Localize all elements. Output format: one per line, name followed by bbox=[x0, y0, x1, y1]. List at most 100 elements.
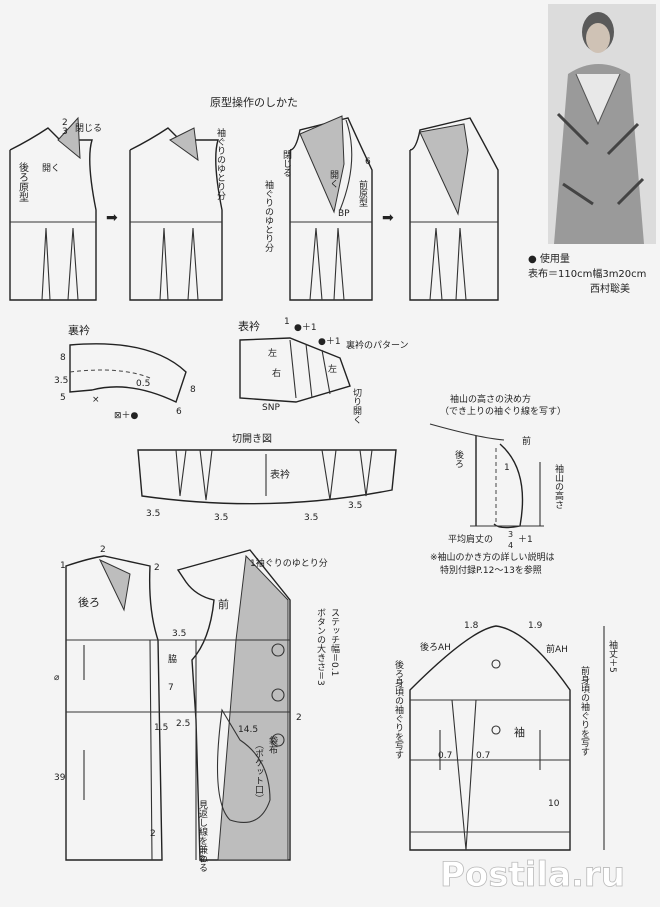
label-6: 6 bbox=[365, 157, 371, 167]
label-close-2: 閉じる bbox=[281, 150, 292, 177]
sleeve-label: 袖 bbox=[514, 725, 525, 739]
label-6b: 6 bbox=[176, 407, 182, 417]
b-2-5: 2.5 bbox=[176, 719, 190, 729]
frac-den: 4 bbox=[508, 541, 513, 550]
sleeve-cap-title: 袖山の高さの決め方 bbox=[450, 393, 531, 405]
s-0-7a: 0.7 bbox=[438, 751, 452, 761]
front-label: 前 bbox=[522, 435, 531, 447]
ease-label-2: 袖ぐりのゆとり分 bbox=[263, 179, 274, 253]
back-block-step1: 2 3 閉じる 開く 後ろ原型 bbox=[9, 116, 102, 301]
bodice-pattern: 後ろ 前 1袖ぐりのゆとり分 ボタンの大きさ＝3 ステッチ幅＝0.1 脇 袋布 … bbox=[54, 545, 340, 872]
b-1: 1 bbox=[60, 561, 66, 571]
frac-num: 3 bbox=[508, 530, 513, 539]
b-phi: ⌀ bbox=[54, 673, 60, 683]
b-2c: 2 bbox=[150, 829, 156, 839]
formula: 平均肩丈の bbox=[448, 533, 493, 545]
label-open-2: 開く bbox=[328, 170, 339, 188]
side-label: 脇 bbox=[168, 654, 177, 665]
label-5: 5 bbox=[60, 393, 66, 403]
label-3-5: 3.5 bbox=[54, 376, 68, 386]
label-3: 3 bbox=[62, 127, 68, 137]
sleeve-length-label: 袖丈＋5 bbox=[607, 639, 618, 673]
armhole-ease-label: 1袖ぐりのゆとり分 bbox=[250, 557, 328, 569]
label-plus1a: ●＋1 bbox=[294, 322, 317, 333]
front-block-result bbox=[409, 117, 499, 301]
b-39: 39 bbox=[54, 773, 66, 783]
s-1-9: 1.9 bbox=[528, 621, 543, 631]
label-left2: 左 bbox=[328, 363, 337, 375]
under-collar: 裏衿 8 8 3.5 5 0.5 6 × ⊠＋● bbox=[54, 323, 196, 421]
back-note-label: 後ろ身頃の袖ぐりを写す bbox=[393, 659, 404, 759]
b-2a: 2 bbox=[100, 545, 106, 555]
cut-3-5b: 3.5 bbox=[214, 513, 228, 523]
label-x: × bbox=[92, 395, 100, 405]
materials-header: 使用量 bbox=[539, 254, 570, 265]
cut-3-5c: 3.5 bbox=[304, 513, 318, 523]
bullet-icon: ● bbox=[528, 254, 537, 265]
pocket-mouth-label: （ポケット口） bbox=[253, 740, 264, 803]
b-7: 7 bbox=[168, 683, 174, 693]
cap-height-label: 袖山の高さ bbox=[553, 463, 564, 509]
back-label: 後ろ bbox=[453, 449, 464, 468]
b-14-5: 14.5 bbox=[238, 725, 258, 735]
label-8a: 8 bbox=[60, 353, 66, 363]
s-1-8: 1.8 bbox=[464, 621, 479, 631]
cut-diagram-title: 切開き図 bbox=[232, 433, 272, 445]
sleeve-cap-subtitle: （でき上りの袖ぐり線を写す） bbox=[440, 405, 566, 417]
label-close: 閉じる bbox=[75, 123, 102, 134]
section-title: 原型操作のしかた bbox=[210, 95, 298, 109]
label-2: 2 bbox=[62, 118, 68, 128]
back-bodice-label: 後ろ bbox=[78, 595, 100, 609]
front-block-step2: 6 BP 開く 前原型 閉じる 袖ぐりのゆとり分 bbox=[263, 115, 373, 301]
label-plus1b: ●＋1 bbox=[318, 336, 341, 347]
sleeve-cap-method: 袖山の高さの決め方 （でき上りの袖ぐり線を写す） 後ろ 前 1 袖山の高さ 平均… bbox=[429, 393, 566, 576]
note-line1: ※袖山のかき方の詳しい説明は bbox=[430, 551, 555, 563]
top-collar-title: 表衿 bbox=[238, 319, 260, 333]
author-name: 西村聡美 bbox=[590, 284, 630, 295]
sleeve-pattern: 袖 後ろAH 前AH 1.8 1.9 後ろ身頃の袖ぐりを写す 前身頃の袖ぐりを写… bbox=[393, 621, 618, 851]
under-collar-title: 裏衿 bbox=[68, 323, 90, 337]
cut-3-5d: 3.5 bbox=[348, 501, 362, 511]
formula-suffix: ＋1 bbox=[518, 534, 533, 545]
label-mark: ⊠＋● bbox=[114, 410, 139, 421]
materials-info: ● 使用量 表布＝110cm幅3m20cm 西村聡美 bbox=[528, 252, 658, 297]
arrow-icon-2: ➡ bbox=[382, 210, 394, 226]
label-open: 開く bbox=[42, 163, 60, 174]
s-10: 10 bbox=[548, 799, 560, 809]
cut-open-label: 切り開く bbox=[351, 388, 362, 424]
label-0-5: 0.5 bbox=[136, 379, 150, 389]
collar-cut-diagram: 切開き図 表衿 3.5 3.5 3.5 3.5 bbox=[137, 433, 397, 523]
watermark: Postila.ru bbox=[440, 855, 625, 895]
b-2b: 2 bbox=[154, 563, 160, 573]
b-2d: 2 bbox=[200, 855, 206, 865]
b-2e: 2 bbox=[296, 713, 302, 723]
facing-label: 見返し線を兼ねる bbox=[197, 800, 208, 872]
front-note-label: 前身頃の袖ぐりを写す bbox=[579, 665, 590, 756]
label-8b: 8 bbox=[190, 385, 196, 395]
stitch-width-label: ステッチ幅＝0.1 bbox=[329, 608, 340, 676]
front-bodice-label: 前 bbox=[218, 597, 229, 611]
note-line2: 特別付録P.12〜13を参照 bbox=[440, 564, 542, 576]
pocket-bag-label: 袋布 bbox=[267, 735, 278, 755]
fabric-amount: 表布＝110cm幅3m20cm bbox=[528, 269, 647, 280]
back-block-result: 袖ぐりのゆとり分 bbox=[129, 127, 226, 301]
back-ah-label: 後ろAH bbox=[420, 641, 451, 653]
cut-3-5a: 3.5 bbox=[146, 509, 160, 519]
front-ah-label: 前AH bbox=[546, 643, 568, 655]
pattern-label: 裏衿のパターン bbox=[346, 339, 409, 351]
model-photo bbox=[548, 4, 656, 244]
top-collar: 表衿 ●＋1 ●＋1 1 裏衿のパターン 左 右 左 SNP 切り開く bbox=[238, 317, 409, 424]
label-right: 右 bbox=[272, 367, 281, 379]
b-1-5: 1.5 bbox=[154, 723, 168, 733]
b-3-5: 3.5 bbox=[172, 629, 186, 639]
button-size-label: ボタンの大きさ＝3 bbox=[315, 608, 326, 686]
arrow-icon: ➡ bbox=[106, 210, 118, 226]
snp-label: SNP bbox=[262, 403, 280, 413]
label-1b: 1 bbox=[504, 463, 510, 473]
bp-label: BP bbox=[338, 209, 350, 219]
label-left1: 左 bbox=[268, 347, 277, 359]
ease-label: 袖ぐりのゆとり分 bbox=[215, 127, 226, 201]
label-1: 1 bbox=[284, 317, 290, 327]
back-block-label: 後ろ原型 bbox=[17, 161, 29, 202]
